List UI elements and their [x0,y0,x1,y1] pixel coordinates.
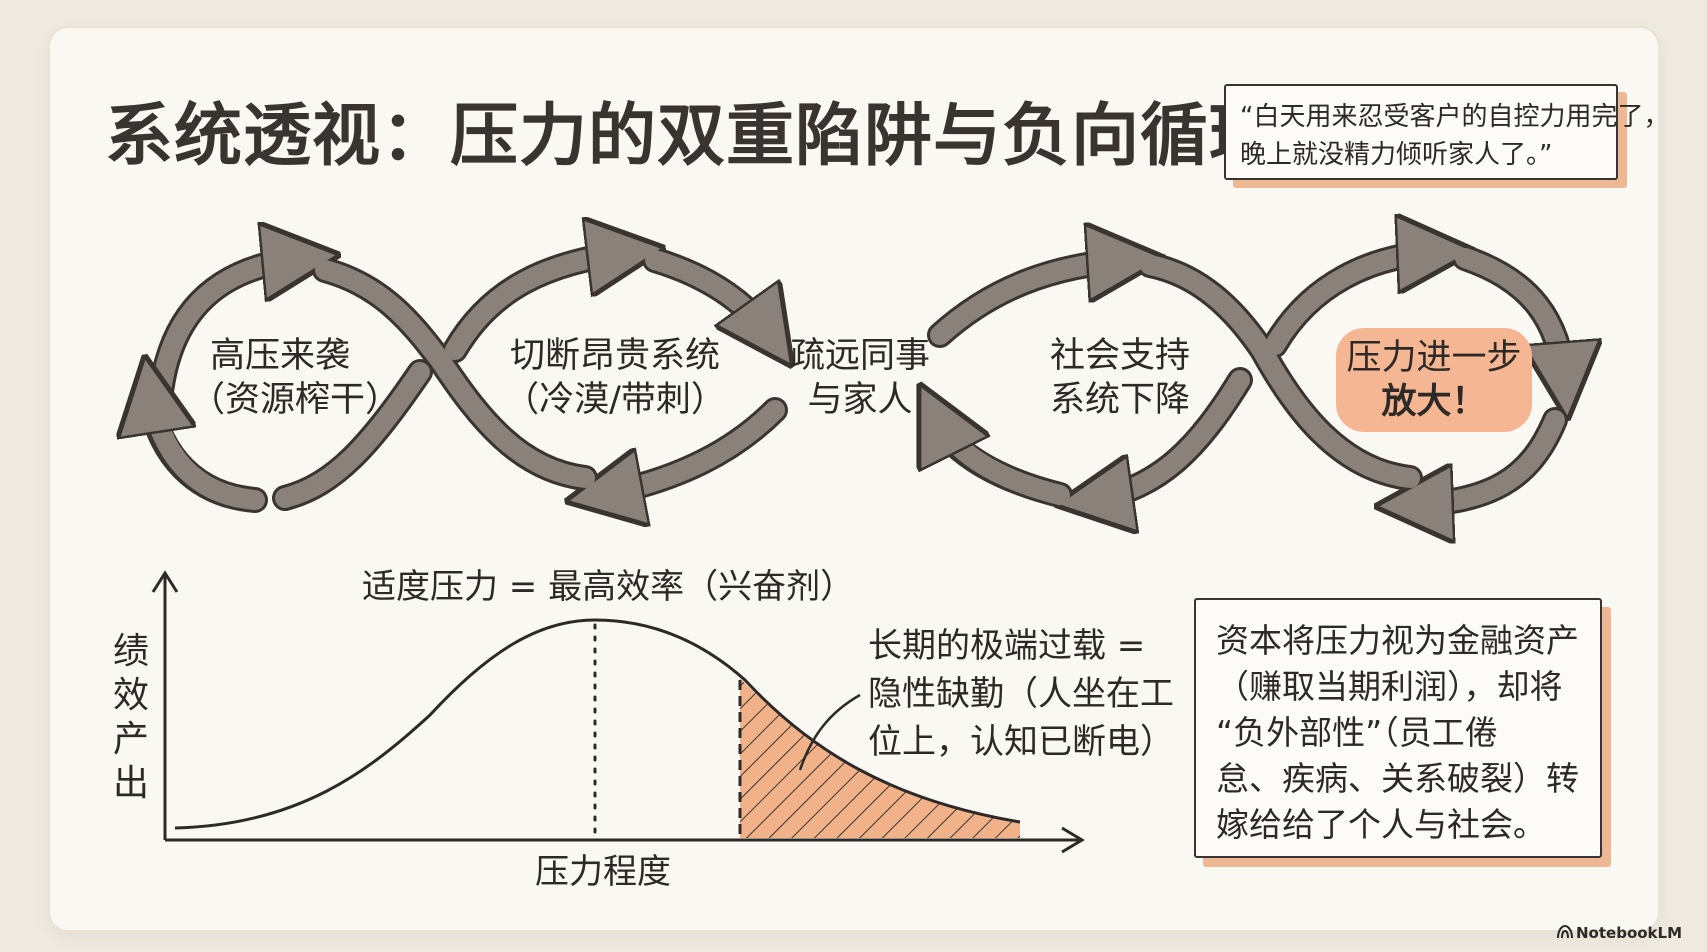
quote-box: “白天用来忍受客户的自控力用完了， 晚上就没精力倾听家人了。” [1224,84,1669,180]
label-social-support-decline: 社会支持 系统下降 [1049,336,1190,420]
label-alienate-colleagues-family: 疏远同事 与家人 [790,336,931,420]
y-axis-arrowhead [151,570,179,593]
brand-label: NotebookLM [1576,924,1683,942]
performance-curve-chart [151,570,1085,854]
quote-line-2: 晚上就没精力倾听家人了。” [1240,140,1553,170]
left-infinity-loop [150,252,775,500]
note-line-5: 嫁给给了个人与社会。 [1216,805,1546,844]
y-axis-label: 绩 效 产 出 [112,631,149,804]
note-line-1: 资本将压力视为金融资产 [1216,621,1579,660]
right-infinity-loop [935,252,1565,505]
page-title: 系统透视：压力的双重陷阱与负向循环 [105,97,1279,176]
x-axis-arrowhead [1061,826,1085,854]
capital-externality-note: 资本将压力视为金融资产 （赚取当期利润），却将 “负外部性”（员工倦 怠、疾病、… [1194,598,1602,858]
note-line-4: 怠、疾病、关系破裂）转 [1216,759,1579,798]
note-line-3: “负外部性”（员工倦 [1216,713,1498,752]
label-moderate-pressure-peak: 适度压力 = 最高效率（兴奋剂） [362,567,855,607]
note-line-2: （赚取当期利润），却将 [1216,667,1563,706]
label-high-pressure: 高压来袭 （资源榨干） [190,336,401,420]
label-cut-expensive-system: 切断昂贵系统 （冷漠/带刺） [504,336,726,420]
notebooklm-logo-icon [1557,925,1573,939]
label-long-term-overload: 长期的极端过载 = 隐性缺勤（人坐在工 位上，认知已断电） [868,626,1174,762]
x-axis-label: 压力程度 [535,852,671,892]
bell-curve [174,618,1021,830]
label-pressure-amplified: 压力进一步 放大！ [1346,338,1522,422]
overload-hatched-area [740,678,1020,838]
highlight-blob [1336,328,1532,432]
quote-line-1: “白天用来忍受客户的自控力用完了， [1240,102,1670,132]
overload-pointer-line [798,693,861,771]
